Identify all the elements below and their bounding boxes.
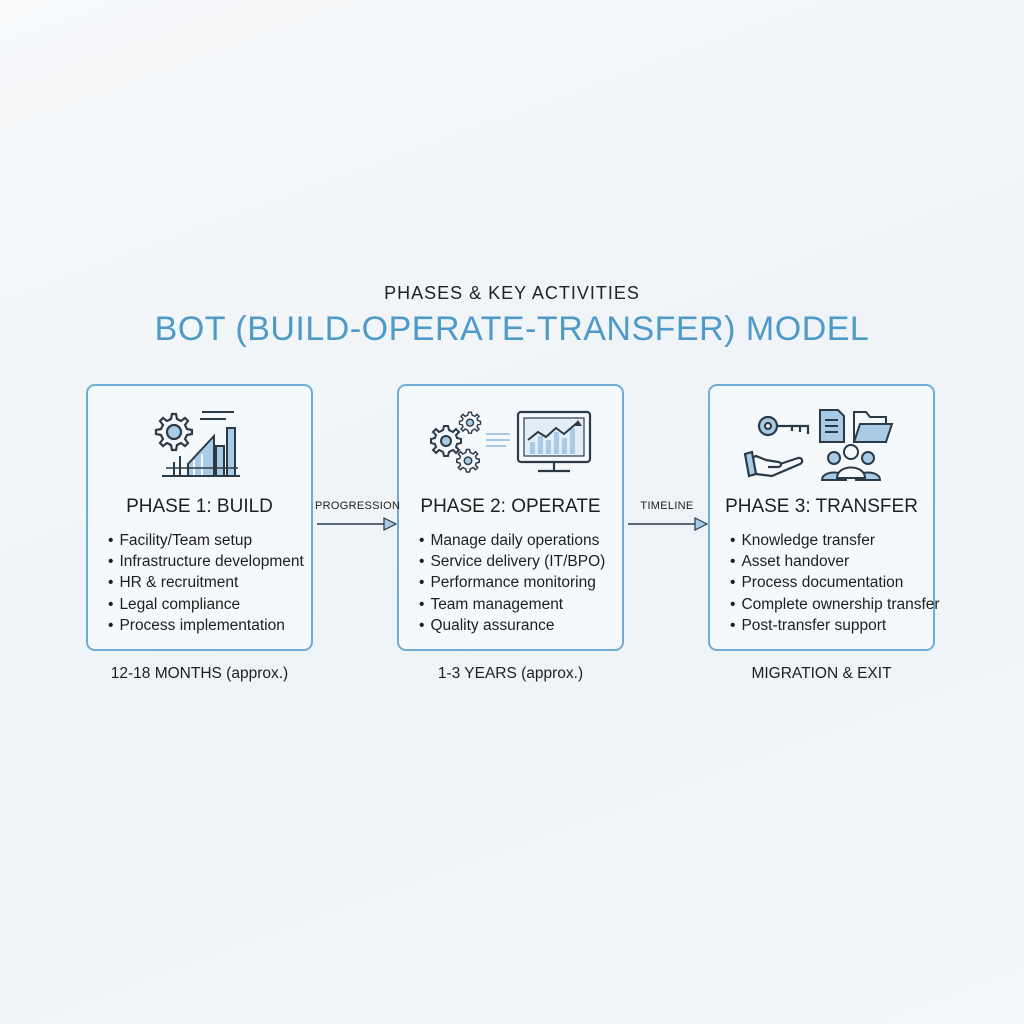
list-item: Team management: [419, 594, 605, 615]
gears-icon: [429, 411, 510, 473]
list-item: Service delivery (IT/BPO): [419, 551, 605, 572]
connector-label: PROGRESSION: [315, 500, 401, 512]
connector-timeline: TIMELINE: [626, 496, 708, 536]
list-item: Process documentation: [730, 572, 940, 593]
transfer-illustration-icon: [743, 409, 893, 481]
diagram-subtitle: PHASES & KEY ACTIVITIES: [384, 283, 640, 303]
document-icon: [818, 409, 845, 443]
phase-title: PHASE 3: TRANSFER: [725, 496, 918, 517]
phase-title: PHASE 2: OPERATE: [420, 496, 601, 517]
list-item: Complete ownership transfer: [730, 594, 939, 615]
build-illustration-icon: [154, 411, 240, 477]
connector-label: TIMELINE: [640, 500, 694, 512]
list-item: Performance monitoring: [419, 572, 605, 593]
arrow-right-icon: [628, 517, 708, 531]
arrow-right-icon: [317, 517, 397, 531]
list-item: Infrastructure development: [108, 551, 303, 572]
phase-build-icons: [88, 404, 311, 486]
activity-list: Facility/Team setup Infrastructure devel…: [108, 530, 304, 636]
phase-duration: 12-18 MONTHS (approx.): [110, 665, 289, 682]
phase-duration: 1-3 YEARS (approx.): [437, 665, 584, 682]
building-growth-icon: [161, 411, 240, 477]
list-item: HR & recruitment: [108, 572, 304, 593]
activity-list: Knowledge transfer Asset handover Proces…: [730, 530, 940, 636]
list-item: Process implementation: [108, 615, 304, 636]
gear-icon: [154, 412, 193, 452]
hand-icon: [743, 450, 803, 478]
key-icon: [757, 415, 809, 437]
operate-illustration-icon: [429, 410, 591, 473]
connector-progression: PROGRESSION: [315, 496, 401, 536]
phase-card-build: PHASE 1: BUILD Facility/Team setup Infra…: [86, 384, 313, 651]
activity-list: Manage daily operations Service delivery…: [419, 530, 605, 636]
list-item: Manage daily operations: [419, 530, 605, 551]
list-item: Knowledge transfer: [730, 530, 940, 551]
phase-card-transfer: PHASE 3: TRANSFER Knowledge transfer Ass…: [708, 384, 940, 651]
list-item: Legal compliance: [108, 594, 304, 615]
phase-title: PHASE 1: BUILD: [126, 496, 273, 517]
list-item: Facility/Team setup: [108, 530, 304, 551]
list-item: Asset handover: [730, 551, 940, 572]
diagram-title: BOT (BUILD-OPERATE-TRANSFER) MODEL: [154, 310, 870, 348]
phase-card-operate: PHASE 2: OPERATE Manage daily operations…: [397, 384, 624, 651]
phase-duration: MIGRATION & EXIT: [751, 665, 892, 682]
team-icon: [820, 444, 881, 481]
list-item: Post-transfer support: [730, 615, 940, 636]
folder-icon: [852, 411, 893, 443]
list-item: Quality assurance: [419, 615, 605, 636]
phase-transfer-icons: [710, 404, 933, 486]
phase-operate-icons: [399, 404, 622, 486]
monitor-chart-icon: [516, 410, 591, 473]
